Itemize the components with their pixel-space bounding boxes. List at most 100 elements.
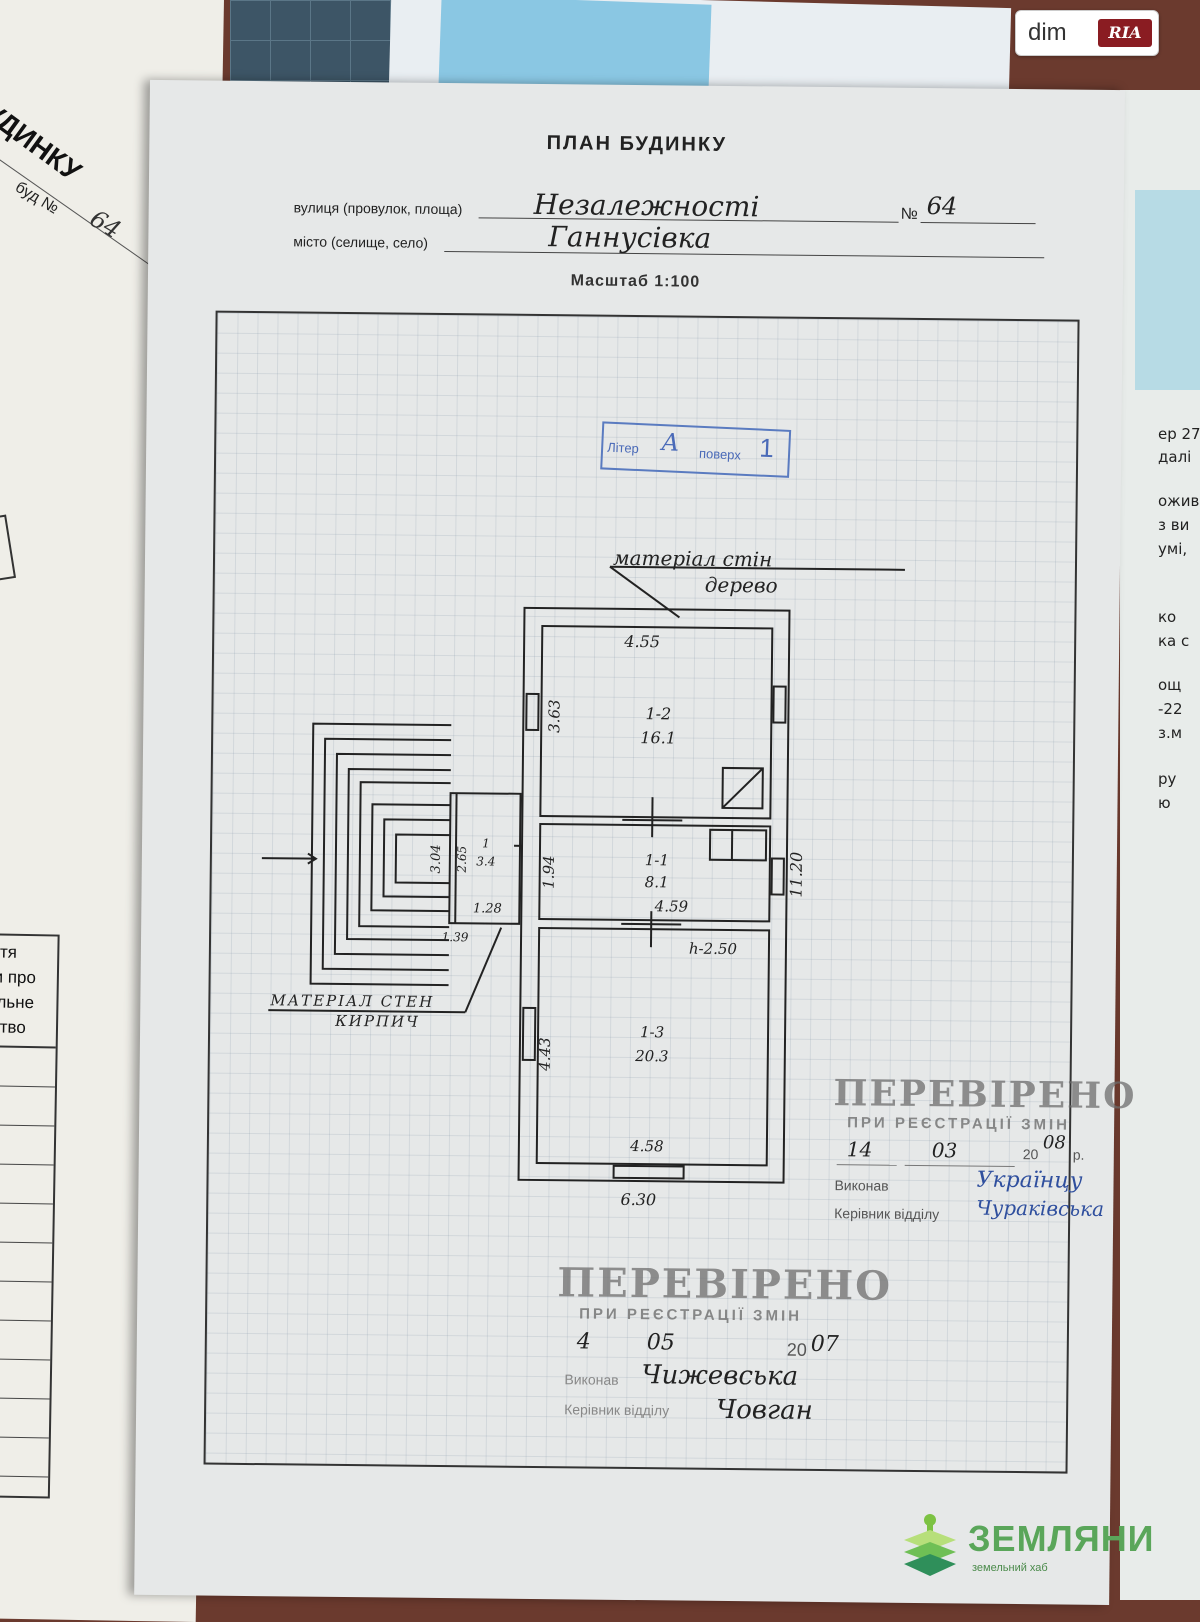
wood-label-line2: дерево xyxy=(705,573,778,598)
room-1-3-area: 20.3 xyxy=(634,1047,669,1065)
stove-diagonal xyxy=(722,768,762,808)
booklet-table-header-line: вництво xyxy=(0,1014,52,1041)
booklet-table-header-line: Зняття xyxy=(0,939,54,966)
booklet-table: Зняття мітки про мовільне вництво xyxy=(0,933,60,1499)
right-edge-line: з.м xyxy=(1158,724,1182,742)
stamp-day-line xyxy=(837,1164,897,1166)
stamp-executor-label: Виконав xyxy=(564,1371,618,1388)
stamp-executor-value: Українцу xyxy=(976,1168,1082,1194)
table-row xyxy=(0,1242,52,1283)
door-frame-bottom xyxy=(621,924,681,925)
dim-room11-width: 4.59 xyxy=(654,897,689,915)
dim-room12-height: 3.63 xyxy=(545,699,563,733)
stamp-head-value: Чураківська xyxy=(976,1196,1104,1221)
dim-porch-inner: 2.65 xyxy=(455,846,469,874)
door-frame-top xyxy=(622,820,682,821)
ria-badge: RIA xyxy=(1098,19,1152,47)
number-label: № xyxy=(901,206,918,224)
right-edge-line: з ви xyxy=(1158,516,1189,534)
dim-porch-width: 1.28 xyxy=(473,901,502,916)
window-right-room12 xyxy=(773,686,785,722)
right-edge-line: ко xyxy=(1158,608,1176,626)
window-right-room11 xyxy=(772,858,784,894)
window-bottom-room13 xyxy=(614,1166,684,1179)
dim-total-width: 6.30 xyxy=(620,1190,656,1209)
litera-stamp: Літер А поверх 1 xyxy=(600,421,791,478)
room-1-2-id: 1-2 xyxy=(645,704,671,723)
table-row xyxy=(0,1437,49,1478)
table-row xyxy=(0,1164,54,1205)
brick-leader-pointer xyxy=(465,927,501,1012)
booklet-table-header-line: мітки про xyxy=(0,964,53,991)
city-value: Ганнусівка xyxy=(548,220,711,255)
oven-outline xyxy=(710,830,766,861)
stamp-year-prefix: 20 xyxy=(1023,1146,1039,1162)
dim-top-width: 4.55 xyxy=(623,632,660,651)
litera-value: А xyxy=(661,428,680,457)
number-value: 64 xyxy=(927,192,958,220)
stamp-head-value: Човган xyxy=(716,1395,813,1426)
stamp-year-suffix: 08 xyxy=(1043,1132,1066,1153)
table-row xyxy=(0,1281,52,1322)
street-label: вулиця (провулок, площа) xyxy=(294,199,463,217)
stamp-month: 05 xyxy=(647,1330,675,1355)
zemlyany-subtitle: земельний хаб xyxy=(972,1562,1048,1574)
stamp-head-label: Керівник відділу xyxy=(564,1401,669,1418)
brick-label-line1: МАТЕРІАЛ СТЕН xyxy=(269,991,434,1011)
right-edge-line: умі, xyxy=(1158,540,1187,558)
dim-porch-outer-width: 1.39 xyxy=(442,930,469,944)
room-porch-id: 1 xyxy=(482,836,490,850)
dim-total-height: 11.20 xyxy=(786,852,805,898)
right-edge-line: ру xyxy=(1158,770,1176,788)
right-edge-line: ощ xyxy=(1158,676,1181,694)
dim-porch-outer: 3.04 xyxy=(429,844,444,873)
city-label: місто (селище, село) xyxy=(293,233,428,250)
stamp-year-prefix: 20 xyxy=(787,1340,807,1361)
floor-label: поверх xyxy=(699,446,741,463)
logo-bottom-layer xyxy=(904,1554,956,1576)
stamp-month-line xyxy=(905,1165,1015,1167)
ceiling-height: h-2.50 xyxy=(689,940,738,959)
booklet-table-header: Зняття мітки про мовільне вництво xyxy=(0,935,58,1049)
dimria-watermark: dim RIA xyxy=(1015,10,1159,56)
right-edge-line: -22 xyxy=(1158,700,1183,718)
stamp-executor-label: Виконав xyxy=(834,1177,888,1194)
stamp-head-label: Керівник відділу xyxy=(834,1205,939,1222)
stamp-title: ПЕРЕВІРЕНО xyxy=(557,1259,892,1310)
wood-label-line1: матеріал стін xyxy=(613,546,773,572)
stamp-day: 14 xyxy=(847,1137,873,1161)
booklet-number-box: 3 xyxy=(0,515,16,586)
stamp-subtitle: ПРИ РЕЄСТРАЦІЇ ЗМІН xyxy=(579,1305,802,1324)
outer-wall xyxy=(519,608,790,1183)
table-row xyxy=(0,1125,54,1166)
booklet-table-header-line: мовільне xyxy=(0,989,53,1016)
room-1-3-id: 1-3 xyxy=(640,1023,664,1041)
room-1-1-area: 8.1 xyxy=(645,873,669,891)
background-right-certificate xyxy=(1135,190,1200,390)
dim-room13-height: 4.43 xyxy=(536,1037,554,1072)
entry-arrow-line xyxy=(262,858,316,859)
right-edge-line: ожив xyxy=(1158,492,1199,510)
dimria-text: dim xyxy=(1028,19,1067,47)
scale-label: Масштаб 1:100 xyxy=(148,268,1123,296)
floor-value: 1 xyxy=(759,433,775,465)
stamp-title: ПЕРЕВІРЕНО xyxy=(833,1072,1137,1117)
booklet-bud-number: 64 xyxy=(85,204,126,244)
verification-stamp-2007: ПЕРЕВІРЕНО ПРИ РЕЄСТРАЦІЇ ЗМІН 4 05 20 0… xyxy=(556,1259,873,1432)
table-row xyxy=(0,1320,51,1361)
city-underline xyxy=(444,251,1044,258)
window-left-room13 xyxy=(523,1008,536,1060)
table-row xyxy=(0,1047,56,1088)
stamp-year-unit: р. xyxy=(1073,1147,1085,1163)
table-row xyxy=(0,1086,55,1127)
litera-label: Літер xyxy=(607,440,639,456)
street-value: Незалежності xyxy=(534,188,760,223)
stamp-month: 03 xyxy=(932,1138,958,1162)
verification-stamp-2008: ПЕРЕВІРЕНО ПРИ РЕЄСТРАЦІЇ ЗМІН 14 03 20 … xyxy=(826,1072,1128,1235)
dim-room13-width: 4.58 xyxy=(629,1137,664,1155)
right-edge-line: ка с xyxy=(1158,632,1189,650)
right-edge-line: ю xyxy=(1158,794,1171,812)
room-1-1-id: 1-1 xyxy=(645,851,669,869)
booklet-title: КИ ГО БУДИНКУ xyxy=(0,33,106,188)
right-edge-line: далі xyxy=(1158,448,1191,466)
